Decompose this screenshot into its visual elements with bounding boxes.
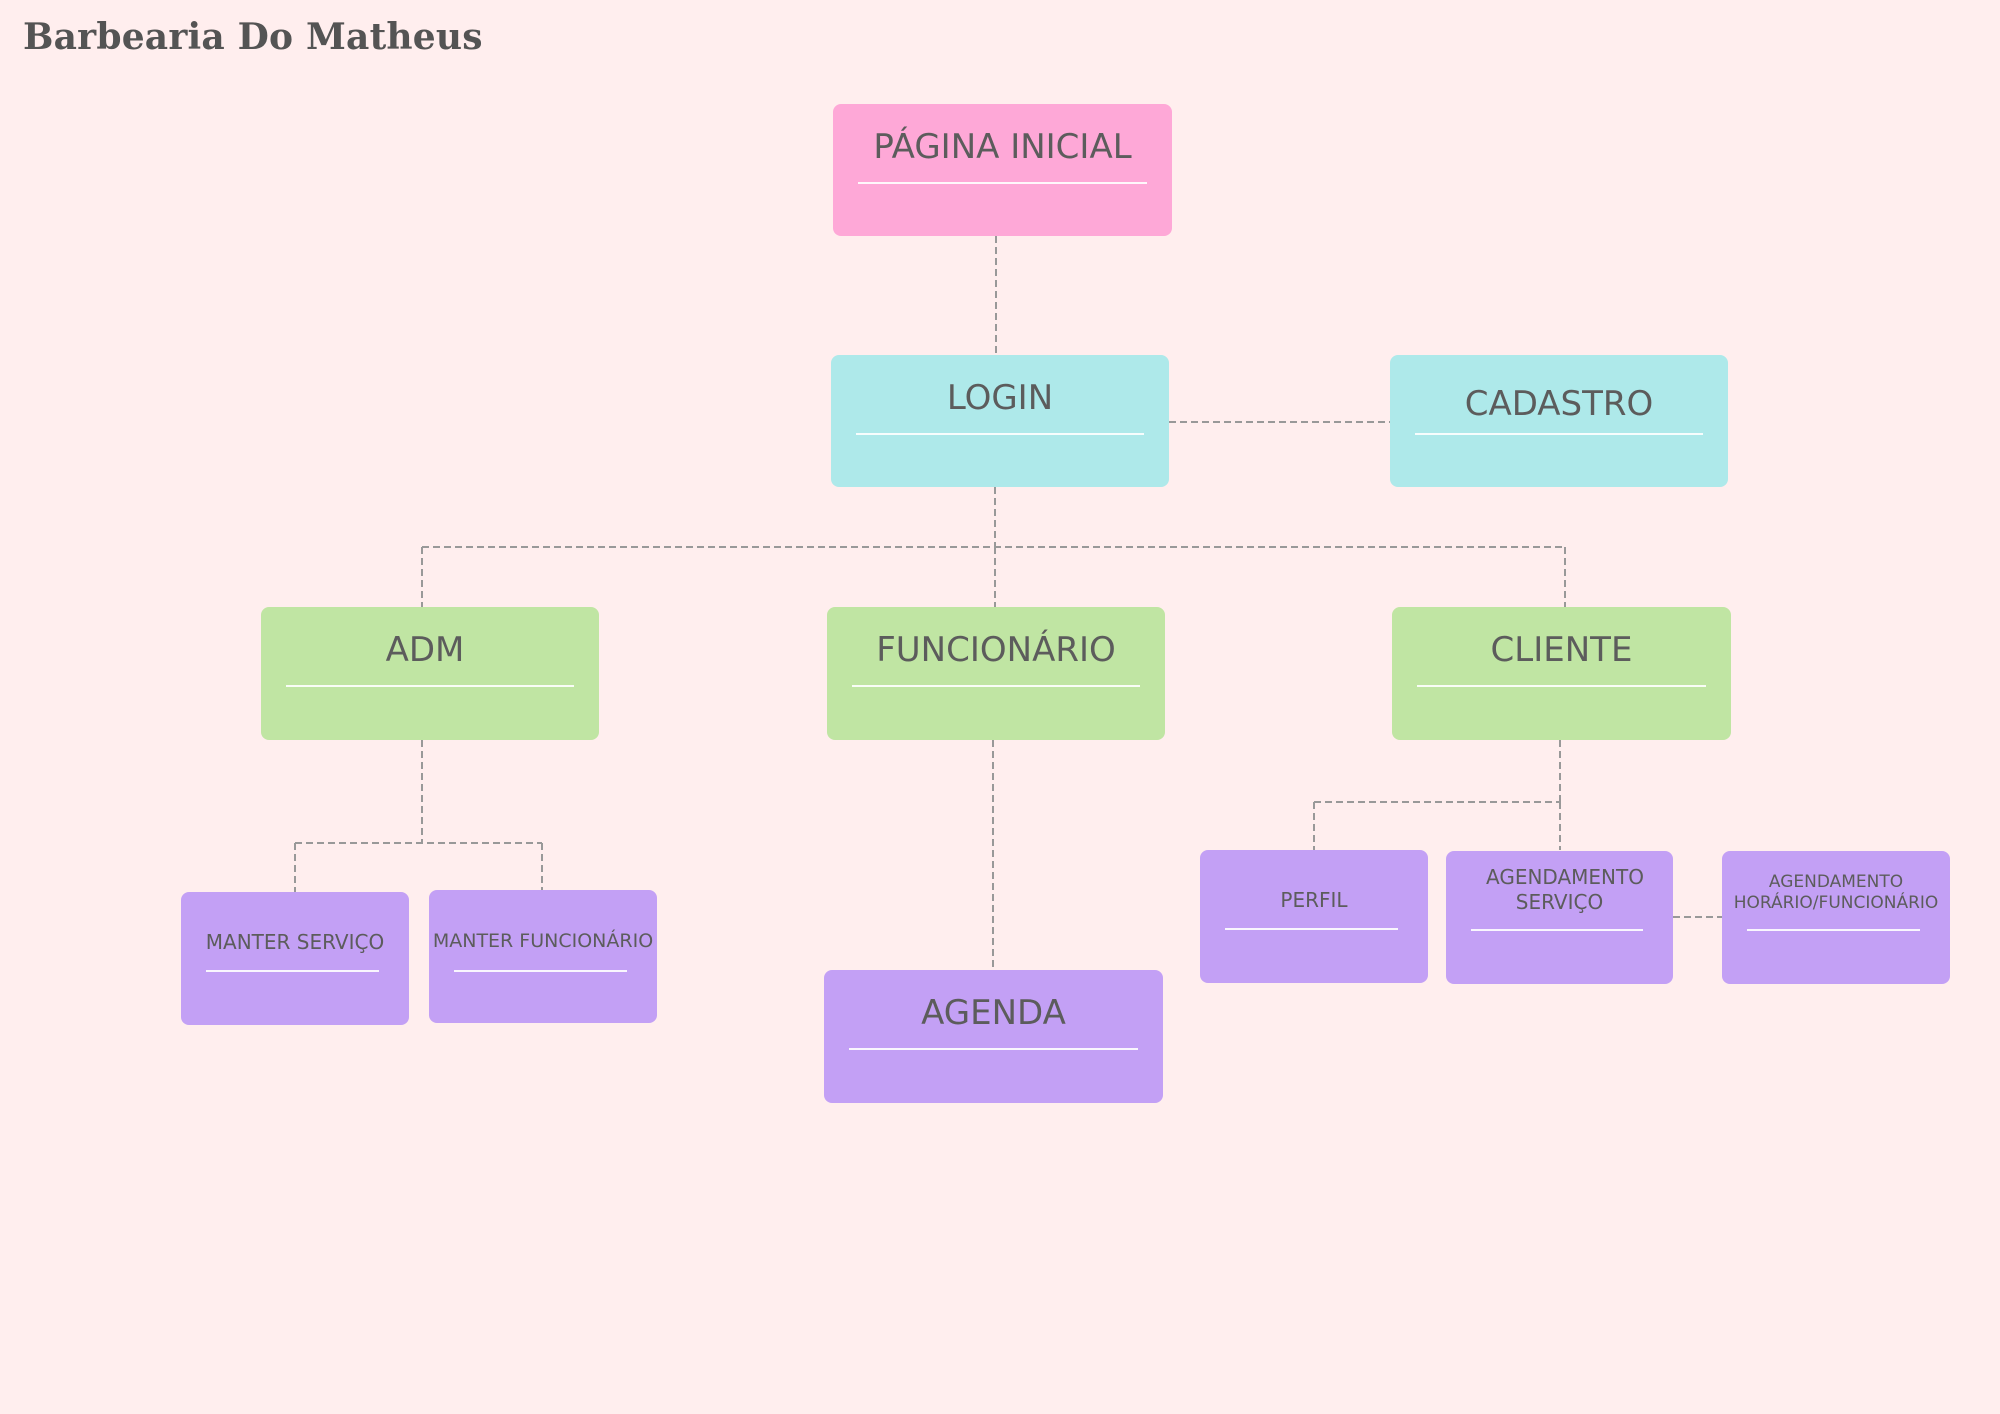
node-cadastro-label: CADASTRO	[1464, 384, 1654, 424]
node-login-label: LOGIN	[946, 378, 1054, 418]
node-underline	[206, 970, 379, 972]
node-agendamento-horario-label: AGENDAMENTO HORÁRIO/FUNCIONÁRIO	[1733, 872, 1939, 914]
node-underline	[858, 182, 1147, 184]
edge-cliente-children	[1313, 740, 1561, 850]
node-funcionario[interactable]: FUNCIONÁRIO	[827, 607, 1165, 740]
node-manter-funcionario[interactable]: MANTER FUNCIONÁRIO	[429, 890, 657, 1023]
node-underline	[852, 685, 1140, 687]
node-underline	[1415, 433, 1703, 435]
edge-adm-children	[294, 740, 543, 892]
node-underline	[1417, 685, 1706, 687]
node-underline	[856, 433, 1144, 435]
node-agenda-label: AGENDA	[921, 993, 1066, 1033]
node-underline	[454, 970, 627, 972]
node-cliente-label: CLIENTE	[1490, 630, 1633, 670]
node-manter-servico[interactable]: MANTER SERVIÇO	[181, 892, 409, 1025]
node-cliente[interactable]: CLIENTE	[1392, 607, 1731, 740]
edge-login-roles	[421, 487, 1566, 607]
node-underline	[1225, 928, 1398, 930]
node-agenda[interactable]: AGENDA	[824, 970, 1163, 1103]
node-cadastro[interactable]: CADASTRO	[1390, 355, 1728, 487]
node-perfil-label: PERFIL	[1280, 888, 1348, 912]
node-funcionario-label: FUNCIONÁRIO	[876, 630, 1116, 670]
node-underline	[286, 685, 574, 687]
node-manter-servico-label: MANTER SERVIÇO	[205, 930, 385, 954]
node-agendamento-servico[interactable]: AGENDAMENTO SERVIÇO	[1446, 851, 1673, 984]
node-underline	[849, 1048, 1138, 1050]
node-adm-label: ADM	[385, 630, 465, 670]
node-pagina-inicial[interactable]: PÁGINA INICIAL	[833, 104, 1172, 236]
node-agendamento-horario[interactable]: AGENDAMENTO HORÁRIO/FUNCIONÁRIO	[1722, 851, 1950, 984]
node-perfil[interactable]: PERFIL	[1200, 850, 1428, 983]
node-login[interactable]: LOGIN	[831, 355, 1169, 487]
node-adm[interactable]: ADM	[261, 607, 599, 740]
page-title: Barbearia Do Matheus	[23, 16, 483, 58]
node-underline	[1747, 929, 1920, 931]
node-manter-funcionario-label: MANTER FUNCIONÁRIO	[432, 930, 654, 952]
node-pagina-inicial-label: PÁGINA INICIAL	[873, 127, 1132, 167]
node-agendamento-servico-label: AGENDAMENTO SERVIÇO	[1486, 865, 1644, 914]
node-underline	[1471, 929, 1643, 931]
